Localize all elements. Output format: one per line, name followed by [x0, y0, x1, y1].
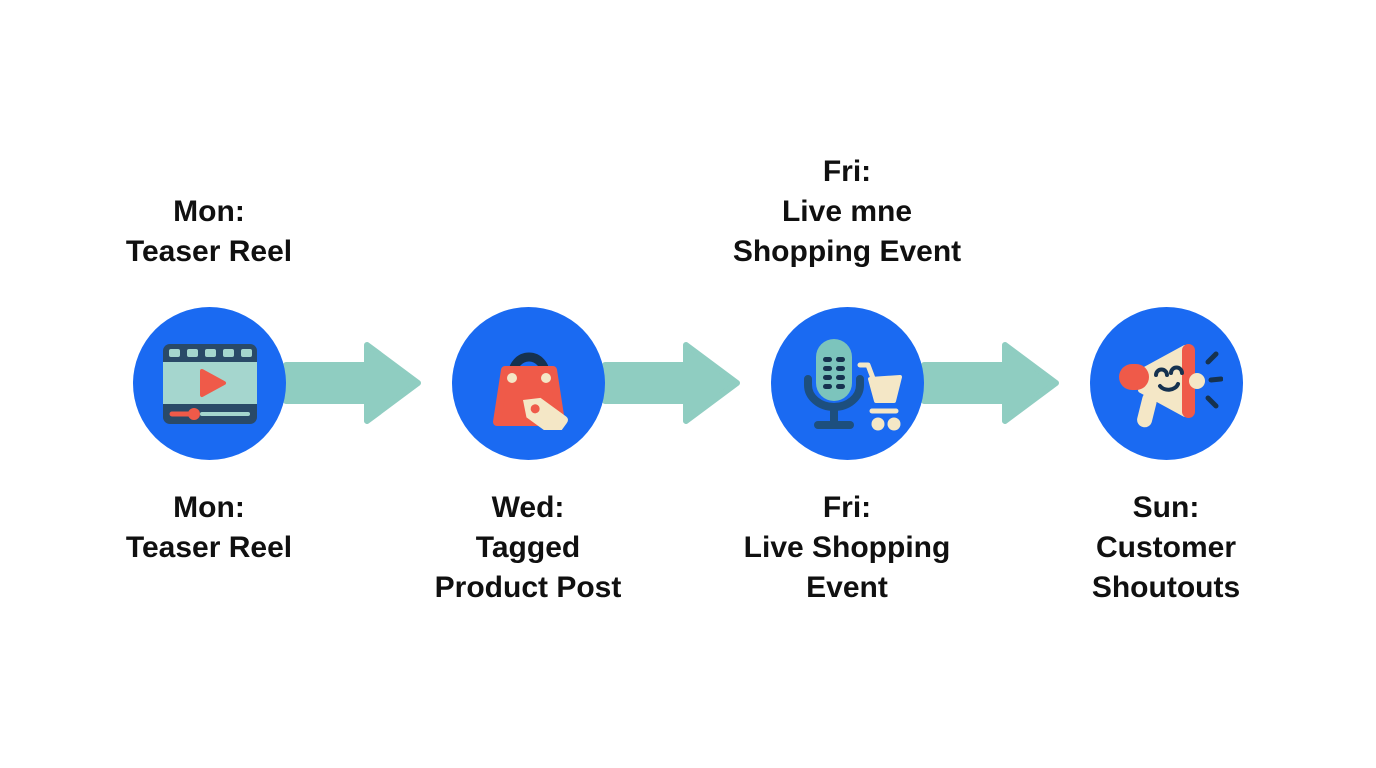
flow-arrow-1: [283, 342, 421, 424]
flow-arrow-2: [602, 342, 740, 424]
step-4-bottom-label: Sun: Customer Shoutouts: [1091, 491, 1241, 604]
video-player-reel-icon: [162, 343, 257, 424]
step-circle-mon: [133, 307, 286, 460]
step-1-bottom-label: Mon: Teaser Reel: [125, 491, 293, 564]
microphone-shopping-cart-icon: [803, 338, 902, 430]
step-3-top-label: Fri: Live mne Shopping Event: [732, 155, 962, 268]
tagged-shopping-bag-icon: [492, 352, 568, 430]
step-circle-wed: [452, 307, 605, 460]
flow-arrow-3: [921, 342, 1059, 424]
step-3-bottom-label: Fri: Live Shopping Event: [743, 491, 951, 604]
step-circle-sun: [1090, 307, 1243, 460]
smiling-megaphone-icon: [1118, 343, 1223, 427]
step-circle-fri: [771, 307, 924, 460]
step-2-bottom-label: Wed: Tagged Product Post: [434, 491, 622, 604]
step-1-top-label: Mon: Teaser Reel: [125, 195, 293, 268]
